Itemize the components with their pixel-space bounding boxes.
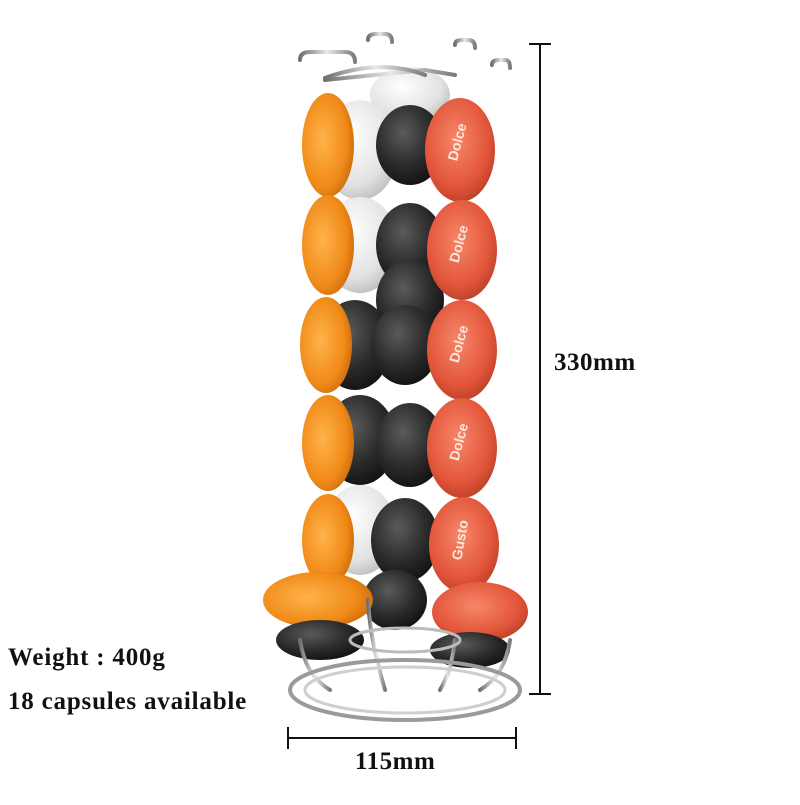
orange-capsules: [263, 93, 373, 660]
chrome-wire-frame: [298, 32, 512, 692]
height-dimension-line: [529, 43, 551, 695]
weight-label: Weight : 400g: [8, 644, 166, 671]
height-label: 330mm: [554, 349, 636, 376]
width-label: 115mm: [355, 748, 436, 775]
width-dimension-line: [287, 727, 517, 749]
red-capsules: Dolce Dolce Dolce Dolce Gusto: [425, 98, 528, 668]
base-rings: [288, 626, 522, 722]
capacity-label: 18 capsules available: [8, 688, 248, 715]
